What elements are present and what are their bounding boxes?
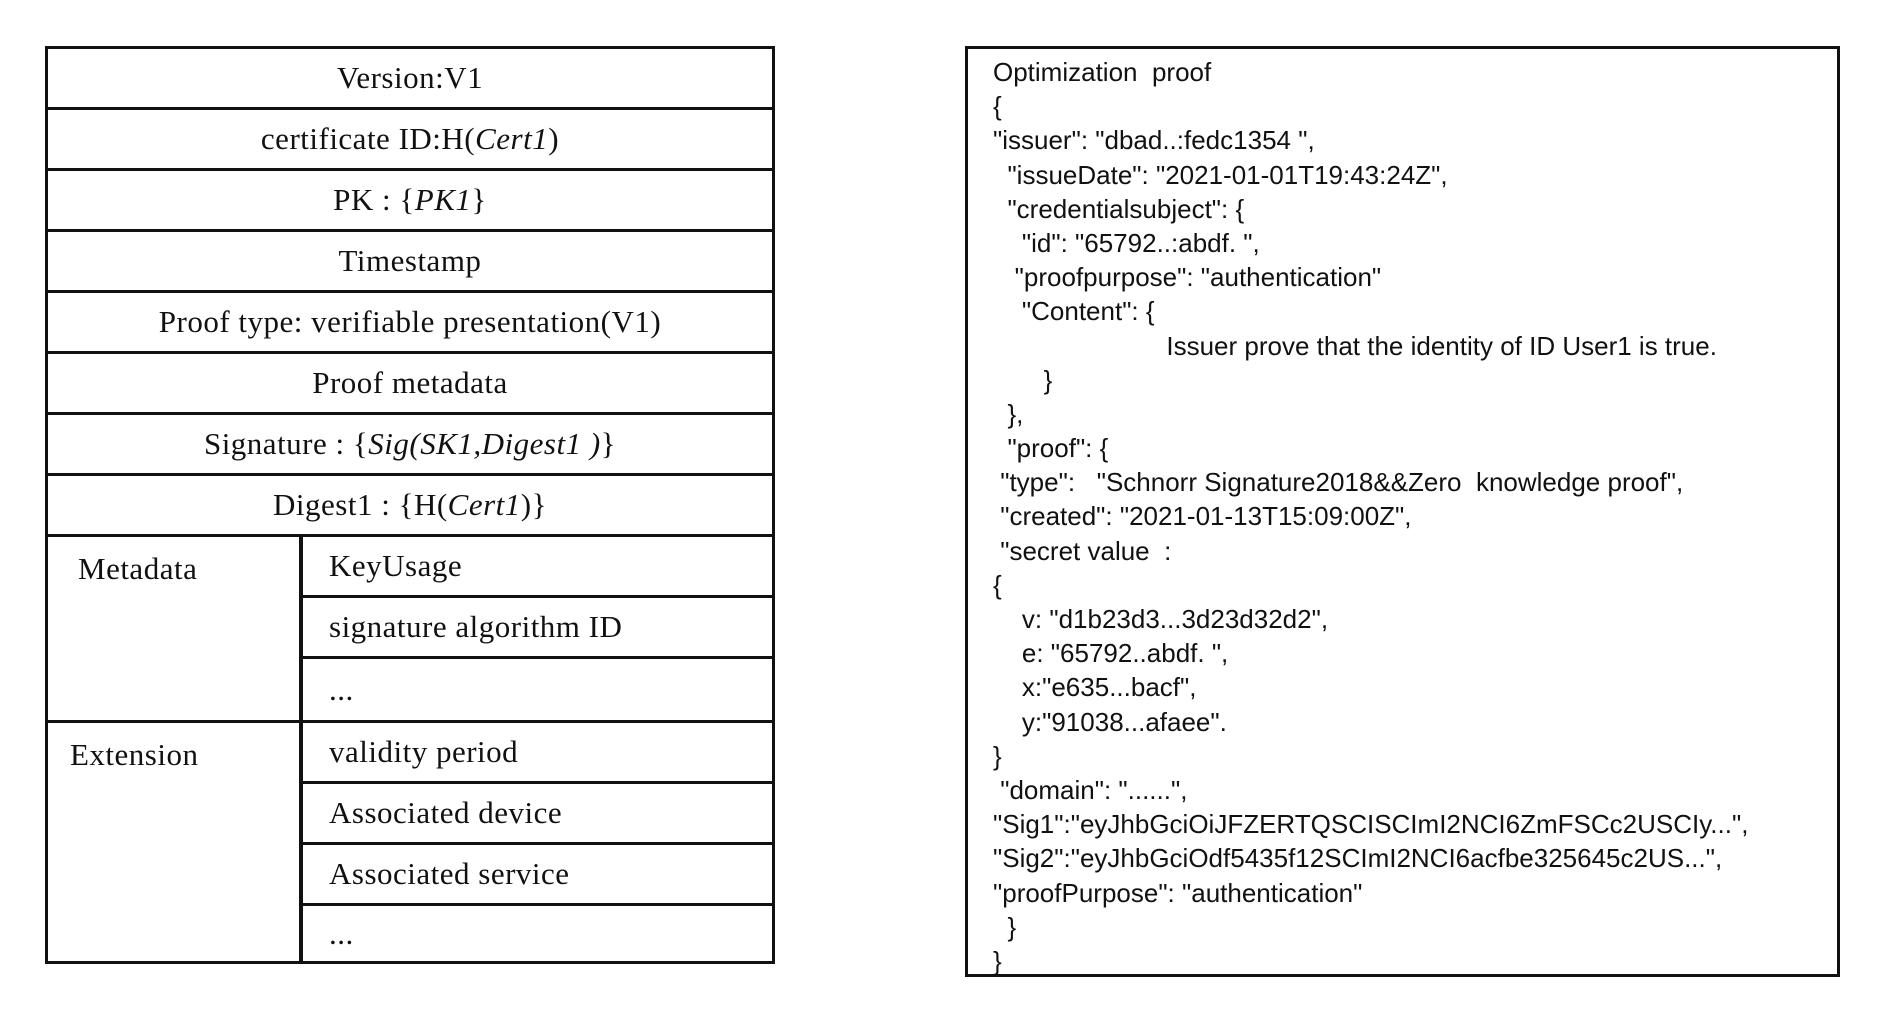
proof-line: "proofPurpose": "authentication" xyxy=(993,877,1363,908)
proof-line: { xyxy=(993,569,1002,600)
extension-group: Extension validity period Associated dev… xyxy=(48,723,772,961)
version-row: Version:V1 xyxy=(48,49,772,110)
proof-line: x:"e635...bacf", xyxy=(993,672,1197,703)
certificate-id-var: Cert1 xyxy=(475,121,549,156)
proof-line: "domain": "......", xyxy=(993,774,1188,805)
metadata-item-ellipsis: ... xyxy=(329,671,354,707)
proof-line: e: "65792..abdf. ", xyxy=(993,638,1229,669)
pk-prefix: PK : { xyxy=(333,182,415,217)
proof-metadata-text: Proof metadata xyxy=(312,365,508,400)
pk-var: PK1 xyxy=(414,182,472,217)
certificate-structure-table: Version:V1 certificate ID:H(Cert1) PK : … xyxy=(45,46,775,964)
proof-line: }, xyxy=(993,398,1024,429)
certificate-id-suffix: ) xyxy=(548,121,560,156)
proof-line: "type": "Schnorr Signature2018&&Zero kno… xyxy=(993,467,1684,498)
metadata-item-signature-algorithm-id: signature algorithm ID xyxy=(303,598,772,659)
proof-line: } xyxy=(993,945,1002,976)
proof-line: } xyxy=(993,740,1002,771)
extension-item-validity-period: validity period xyxy=(303,723,772,784)
extension-label: Extension xyxy=(48,723,303,961)
digest-suffix: )} xyxy=(520,487,547,522)
certificate-id-prefix: certificate ID:H( xyxy=(260,121,476,156)
signature-var: Sig(SK1,Digest1 ) xyxy=(368,426,601,461)
signature-suffix: } xyxy=(600,426,617,461)
proof-line: "Sig1":"eyJhbGciOiJFZERTQSCISCImI2NCI6Zm… xyxy=(993,809,1749,840)
proof-line: "issuer": "dbad..:fedc1354 ", xyxy=(993,125,1315,156)
proof-line: "Sig2":"eyJhbGciOdf5435f12SCImI2NCI6acfb… xyxy=(993,843,1723,874)
metadata-items: KeyUsage signature algorithm ID ... xyxy=(303,537,772,720)
digest-var: Cert1 xyxy=(447,487,521,522)
proof-line: "secret value : xyxy=(993,535,1172,566)
proof-line: Issuer prove that the identity of ID Use… xyxy=(993,330,1717,361)
proof-metadata-row: Proof metadata xyxy=(48,354,772,415)
extension-item-ellipsis: ... xyxy=(329,915,354,951)
certificate-id-row: certificate ID:H(Cert1) xyxy=(48,110,772,171)
signature-prefix: Signature : { xyxy=(203,426,369,461)
metadata-label: Metadata xyxy=(48,537,303,720)
signature-row: Signature : {Sig(SK1,Digest1 )} xyxy=(48,415,772,476)
extension-item-associated-service: Associated service xyxy=(303,845,772,906)
proof-line: } xyxy=(993,911,1017,942)
proof-type-text: Proof type: verifiable presentation(V1) xyxy=(158,304,662,339)
proof-line: "issueDate": "2021-01-01T19:43:24Z", xyxy=(993,159,1448,190)
proof-line: "id": "65792..:abdf. ", xyxy=(993,227,1260,258)
public-key-row: PK : {PK1} xyxy=(48,171,772,232)
timestamp-text: Timestamp xyxy=(338,243,482,278)
pk-suffix: } xyxy=(471,182,487,217)
proof-type-row: Proof type: verifiable presentation(V1) xyxy=(48,293,772,354)
digest-prefix: Digest1 : {H( xyxy=(273,487,448,522)
proof-line: } xyxy=(993,364,1053,395)
proof-line: { xyxy=(993,91,1002,122)
extension-item-associated-device: Associated device xyxy=(303,784,772,845)
proof-line: "proofpurpose": "authentication" xyxy=(993,262,1382,293)
metadata-item-keyusage: KeyUsage xyxy=(303,537,772,598)
proof-line: y:"91038...afaee". xyxy=(993,706,1227,737)
timestamp-row: Timestamp xyxy=(48,232,772,293)
proof-line: Optimization proof xyxy=(993,57,1212,87)
proof-line: "credentialsubject": { xyxy=(993,193,1245,224)
proof-line: "proof": { xyxy=(993,433,1109,464)
optimization-proof-box: Optimization proof { "issuer": "dbad..:f… xyxy=(965,46,1840,977)
proof-line: "created": "2021-01-13T15:09:00Z", xyxy=(993,501,1412,532)
proof-line: v: "d1b23d3...3d23d32d2", xyxy=(993,604,1329,634)
proof-line: "Content": { xyxy=(993,296,1155,327)
extension-items: validity period Associated device Associ… xyxy=(303,723,772,961)
version-text: Version:V1 xyxy=(336,60,484,95)
metadata-group: Metadata KeyUsage signature algorithm ID… xyxy=(48,537,772,723)
digest-row: Digest1 : {H(Cert1)} xyxy=(48,476,772,537)
